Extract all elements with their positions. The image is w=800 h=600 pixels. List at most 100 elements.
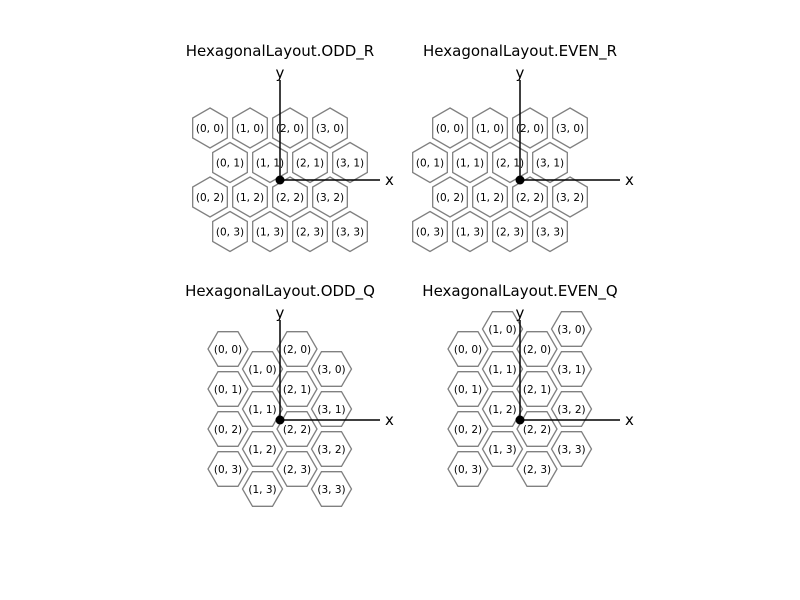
hex-cell-label: (1, 2) [248,444,276,456]
hex-cell-label: (1, 1) [456,158,484,170]
hex-cell-outline [232,176,268,218]
x-axis-label: x [385,171,394,189]
hex-cell-label: (2, 3) [496,227,524,239]
hex-cell-outline [492,141,528,184]
hex-cell: (2, 1) [292,141,328,184]
hex-cell-outline [312,176,348,218]
hex-cell-label: (1, 3) [488,444,516,456]
hex-grid: (0, 0)(1, 0)(2, 0)(3, 0)(0, 1)(1, 1)(2, … [192,107,368,253]
hex-cell: (2, 1) [516,371,558,407]
origin-marker [275,175,285,185]
hex-cell: (1, 3) [241,471,284,507]
hex-cell: (1, 2) [232,176,268,218]
hex-cell: (1, 3) [481,431,524,467]
hex-cell: (3, 3) [310,471,353,507]
hex-cell-outline [310,391,353,427]
hex-cell-outline [310,351,353,387]
hex-cell-label: (1, 2) [476,192,504,204]
hex-cell: (2, 2) [272,176,308,218]
hex-cell-outline [232,107,268,149]
hex-cell: (2, 0) [516,331,558,367]
hex-cell-outline [276,371,318,407]
hex-cell-outline [310,471,353,507]
hex-cell: (3, 1) [332,141,368,184]
hex-cell-label: (2, 0) [276,123,304,135]
hex-cell-outline [310,431,353,467]
hex-cell: (3, 2) [552,176,588,218]
hex-cell-label: (0, 3) [216,227,244,239]
hex-cell-outline [552,176,588,218]
hex-cell-label: (1, 3) [248,484,276,496]
hex-cell-outline [332,210,368,253]
hex-cell: (3, 3) [332,210,368,253]
origin-marker [515,175,525,185]
hex-cell-label: (1, 1) [488,364,516,376]
hex-cell-outline [192,107,228,149]
hex-cell-label: (2, 1) [523,384,551,396]
hex-cell-label: (0, 1) [454,384,482,396]
hex-cell-outline [550,351,593,387]
hex-cell-label: (0, 1) [216,158,244,170]
hex-cell-label: (0, 1) [214,384,242,396]
hex-cell-label: (0, 1) [416,158,444,170]
hex-cell-outline [412,141,448,184]
hex-cell-label: (2, 1) [296,158,324,170]
hex-cell-outline [276,331,318,367]
hex-cell-label: (0, 3) [214,464,242,476]
hex-cell-label: (0, 2) [196,192,224,204]
hex-cell-label: (2, 2) [523,424,551,436]
hex-cell-outline [550,431,593,467]
hex-cell-outline [512,107,548,149]
hex-cell: (3, 0) [552,107,588,149]
hex-cell: (0, 1) [207,371,249,407]
hex-cell: (2, 3) [292,210,328,253]
hex-cell-label: (0, 3) [454,464,482,476]
hex-cell: (3, 1) [550,351,593,387]
hex-cell-outline [481,391,524,427]
y-axis-label: y [276,304,285,322]
hex-cell-outline [481,431,524,467]
hex-cell: (0, 2) [192,176,228,218]
hex-cell: (0, 1) [412,141,448,184]
hex-cell: (3, 0) [312,107,348,149]
hex-grid: (0, 0)(1, 0)(2, 0)(3, 0)(0, 1)(1, 1)(2, … [447,311,593,487]
hex-cell-outline [550,391,593,427]
panel-even-r: HexagonalLayout.EVEN_R(0, 0)(1, 0)(2, 0)… [412,42,634,253]
hex-cell-label: (2, 2) [283,424,311,436]
hex-cell-label: (3, 1) [557,364,585,376]
hex-cell-label: (1, 0) [248,364,276,376]
hex-cell: (3, 2) [312,176,348,218]
hex-cell-label: (3, 2) [557,404,585,416]
hex-cell-label: (1, 3) [456,227,484,239]
hex-cell-label: (0, 2) [436,192,464,204]
hex-cell-outline [241,431,284,467]
hex-cell-outline [447,451,489,487]
hex-cell: (1, 1) [252,141,288,184]
hex-cell-outline [207,451,249,487]
hex-cell-label: (3, 0) [316,123,344,135]
y-axis-label: y [516,304,525,322]
hex-cell-label: (1, 2) [488,404,516,416]
hex-cell: (1, 0) [481,311,524,347]
hex-cell: (1, 0) [241,351,284,387]
hex-cell-label: (0, 2) [454,424,482,436]
hex-cell: (0, 2) [447,411,489,447]
hex-cell-label: (2, 0) [283,344,311,356]
hex-cell-outline [207,411,249,447]
hex-cell: (3, 0) [310,351,353,387]
hex-cell-label: (1, 3) [256,227,284,239]
hex-cell-label: (3, 0) [556,123,584,135]
hex-cell-outline [207,331,249,367]
hex-cell-label: (2, 3) [296,227,324,239]
y-axis-label: y [276,64,285,82]
hex-cell: (1, 3) [452,210,488,253]
hex-cell: (0, 3) [207,451,249,487]
hex-cell-outline [292,141,328,184]
hex-cell-label: (3, 2) [556,192,584,204]
hex-cell: (0, 1) [212,141,248,184]
hex-cell: (3, 2) [550,391,593,427]
hex-cell-outline [532,141,568,184]
hex-cell-label: (3, 1) [317,404,345,416]
hex-cell: (3, 3) [550,431,593,467]
